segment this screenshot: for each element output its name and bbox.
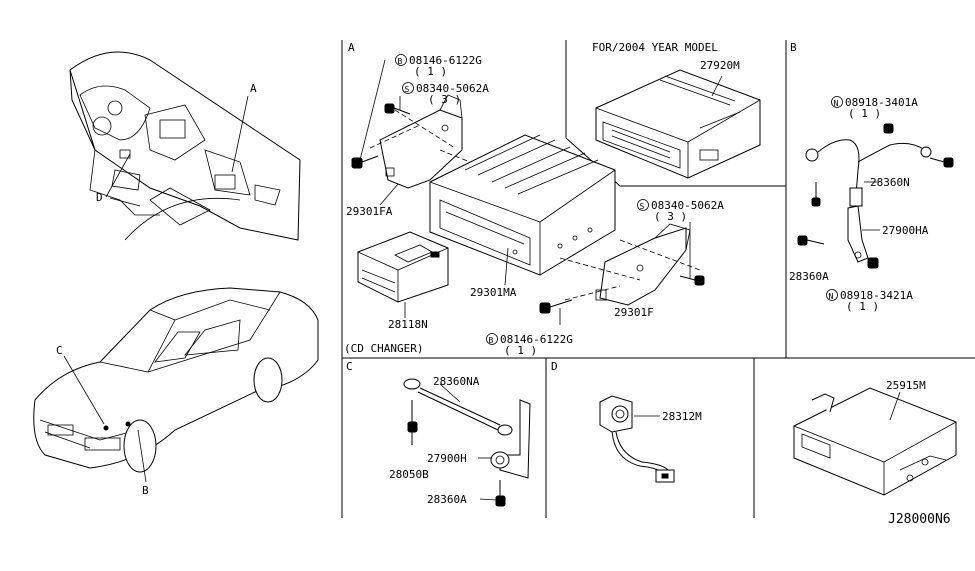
bracket-left-part: 29301FA: [346, 205, 393, 218]
amplifier-illustration: [429, 134, 616, 276]
fastener-callouts-a: B 08146-6122G ( 1 ) S 08340-5062A ( 3 ): [395, 54, 489, 106]
bolt-top-prefix: B: [398, 57, 403, 66]
screw-icon: [384, 103, 411, 115]
car-callout-b: B: [142, 484, 149, 497]
section-label-d: D: [551, 360, 558, 373]
strap-part: 27900HA: [882, 224, 929, 237]
nut-top-qty: ( 1 ): [848, 107, 881, 120]
bolt-icon: [811, 182, 821, 207]
screw-icon: [679, 275, 705, 286]
bolt-icon: [407, 400, 418, 445]
strap-c-part: 28360NA: [433, 375, 480, 388]
nut-icon: [867, 257, 879, 269]
bolt-icon: [797, 235, 825, 246]
screw-right-prefix: S: [640, 202, 645, 211]
cd-changer-part: 28118N: [388, 318, 428, 331]
section-label-a: A: [348, 41, 355, 54]
fastener-callouts-a-right: S 08340-5062A ( 3 ): [637, 199, 724, 223]
microphone-illustration: [599, 395, 675, 483]
screw-right-part: 08340-5062A: [651, 199, 724, 212]
bolt-b-part: 28360A: [789, 270, 829, 283]
bolt-icon: [929, 157, 954, 168]
nut-top-part: 08918-3401A: [845, 96, 918, 109]
diagram-code: J28000N6: [888, 512, 951, 527]
cd-changer-illustration: [357, 231, 449, 303]
microphone-part: 28312M: [662, 410, 702, 423]
bolt-bottom-part: 08146-6122G: [500, 333, 573, 346]
bolt-icon: [351, 155, 379, 169]
bolt-top-qty: ( 1 ): [414, 65, 447, 78]
bolt-top-part: 08146-6122G: [409, 54, 482, 67]
screw-top-qty: ( 3 ): [428, 93, 461, 106]
fastener-callouts-a-bottom: B 08146-6122G ( 1 ): [486, 333, 573, 357]
head-unit-illustration: [595, 69, 761, 179]
bracket-right-part: 29301F: [614, 306, 654, 319]
ground-harness-illustration: [805, 139, 932, 263]
section-label-b: B: [790, 41, 797, 54]
bolt-bottom-qty: ( 1 ): [504, 344, 537, 357]
screw-top-prefix: S: [405, 85, 410, 94]
harness-part: 28360N: [870, 176, 910, 189]
control-unit-illustration: [793, 387, 957, 496]
car-illustration: [33, 287, 319, 483]
screw-right-qty: ( 3 ): [654, 210, 687, 223]
dash-callout-d: D: [96, 191, 103, 204]
nut-bottom-qty: ( 1 ): [846, 300, 879, 313]
screw-top-part: 08340-5062A: [416, 82, 489, 95]
dashboard-illustration: [69, 51, 301, 241]
nut-top-prefix: N: [834, 99, 839, 108]
section-label-c: C: [346, 360, 353, 373]
nut-callout-bottom: N 08918-3421A ( 1 ): [826, 289, 913, 313]
bracket-left-illustration: [359, 59, 491, 189]
bolt-bottom-prefix: B: [489, 336, 494, 345]
ground-strap-illustration: [403, 378, 531, 479]
dash-callout-a: A: [250, 82, 257, 95]
cd-changer-note: (CD CHANGER): [344, 342, 423, 355]
bolt1-c-part: 28050B: [389, 468, 429, 481]
bracket-right-illustration: [559, 222, 701, 325]
bolt-icon: [495, 480, 506, 507]
bolt2-c-part: 28360A: [427, 493, 467, 506]
nut-icon: [883, 123, 894, 134]
nut-callout-top: N 08918-3401A ( 1 ): [831, 96, 918, 120]
nut-bottom-prefix: N: [829, 292, 834, 301]
cable-c-part: 27900H: [427, 452, 467, 465]
nut-bottom-part: 08918-3421A: [840, 289, 913, 302]
amplifier-part: 29301MA: [470, 286, 517, 299]
car-callout-c: C: [56, 344, 63, 357]
bolt-icon: [539, 299, 573, 314]
head-unit-part: 27920M: [700, 59, 740, 72]
model-year-title: FOR/2004 YEAR MODEL: [592, 41, 718, 54]
control-unit-part: 25915M: [886, 379, 926, 392]
